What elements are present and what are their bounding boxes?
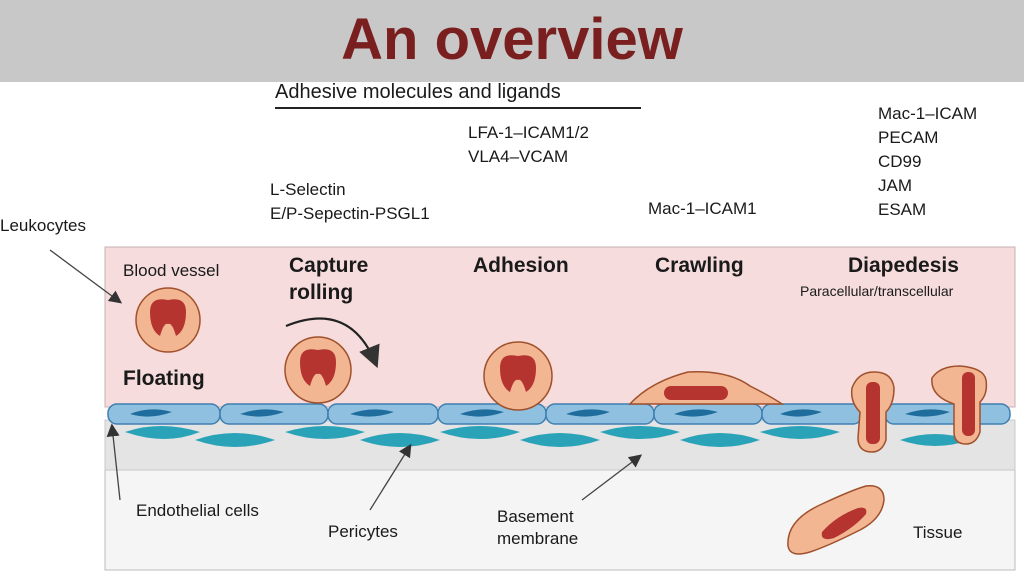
leukocyte-nucleus xyxy=(962,372,975,436)
tissue-label: Tissue xyxy=(913,523,963,542)
leukocytes-pointer-arrow xyxy=(49,249,123,304)
leukocyte-tissue xyxy=(787,485,885,555)
endothelial-nucleus xyxy=(350,409,394,417)
leukocyte-nucleus xyxy=(500,355,536,392)
pericyte-cell xyxy=(600,426,680,439)
molecule-diapedesis-1: Mac-1–ICAM xyxy=(878,104,978,123)
basement-label-line2: membrane xyxy=(497,529,579,548)
basement-pointer-arrow xyxy=(581,454,643,501)
leukocyte-diapedesis-paracellular xyxy=(850,371,895,453)
endothelial-cells-label: Endothelial cells xyxy=(136,501,259,520)
pericyte-cell xyxy=(125,426,200,439)
molecule-adhesion-2: VLA4–VCAM xyxy=(468,147,569,166)
molecule-diapedesis-3: CD99 xyxy=(878,152,922,171)
blood-vessel-label: Blood vessel xyxy=(123,261,220,280)
molecule-diapedesis-5: ESAM xyxy=(878,200,927,219)
stage-adhesion: Adhesion xyxy=(473,254,569,277)
endothelial-nucleus xyxy=(780,409,822,417)
molecule-crawling-1: Mac-1–ICAM1 xyxy=(648,199,757,218)
stage-crawling: Crawling xyxy=(655,254,744,277)
leukocyte-crawling xyxy=(628,371,785,405)
pericyte-cell xyxy=(520,433,600,447)
molecules-header: Adhesive molecules and ligands xyxy=(275,81,561,103)
molecule-diapedesis-4: JAM xyxy=(878,176,912,195)
endothelial-pointer-arrow xyxy=(106,423,121,501)
rolling-arrow xyxy=(285,317,380,369)
endothelial-nucleus xyxy=(240,409,284,417)
stage-diapedesis: Diapedesis xyxy=(848,254,959,277)
pericyte-cell xyxy=(285,426,365,439)
leukocyte-rolling xyxy=(284,317,380,404)
pericyte-cell xyxy=(195,433,275,447)
leukocytes-label: Leukocytes xyxy=(0,216,86,235)
endothelial-nucleus xyxy=(130,409,172,417)
leukocyte-nucleus xyxy=(664,386,728,400)
stage-rolling: rolling xyxy=(289,281,354,304)
endothelial-nucleus xyxy=(566,409,610,417)
floating-label: Floating xyxy=(123,367,205,390)
endothelial-nucleus xyxy=(460,409,504,417)
pericytes-label: Pericytes xyxy=(328,522,398,541)
pericyte-cell xyxy=(760,426,840,439)
title-bar xyxy=(0,0,1024,82)
leukocyte-diapedesis-transcellular xyxy=(931,365,988,445)
pericytes-pointer-arrow xyxy=(369,443,412,511)
leukocyte-nucleus xyxy=(866,382,880,444)
molecule-capture-2: E/P-Sepectin-PSGL1 xyxy=(270,204,430,223)
leukocyte-floating xyxy=(135,287,201,353)
pericyte-layer xyxy=(125,426,970,447)
stage-capture: Capture xyxy=(289,254,369,277)
endothelial-nucleus xyxy=(674,409,718,417)
molecule-adhesion-1: LFA-1–ICAM1/2 xyxy=(468,123,589,142)
molecule-diapedesis-2: PECAM xyxy=(878,128,939,147)
header-underline xyxy=(275,107,641,109)
pericyte-cell xyxy=(360,433,440,447)
pericyte-cell xyxy=(440,426,520,439)
stage-diapedesis-subtitle: Paracellular/transcellular xyxy=(800,283,954,299)
endothelial-cell xyxy=(884,403,1011,425)
leukocyte-nucleus xyxy=(300,349,336,386)
endothelial-nucleus xyxy=(905,409,950,417)
basement-label-line1: Basement xyxy=(497,507,574,526)
leukocyte-nucleus xyxy=(150,299,186,336)
pericyte-cell xyxy=(900,434,970,446)
leukocyte-nucleus xyxy=(821,507,867,540)
pericyte-cell xyxy=(680,433,760,447)
molecule-capture-1: L-Selectin xyxy=(270,180,346,199)
leukocyte-adhesion xyxy=(483,341,553,411)
page-title: An overview xyxy=(341,7,683,72)
